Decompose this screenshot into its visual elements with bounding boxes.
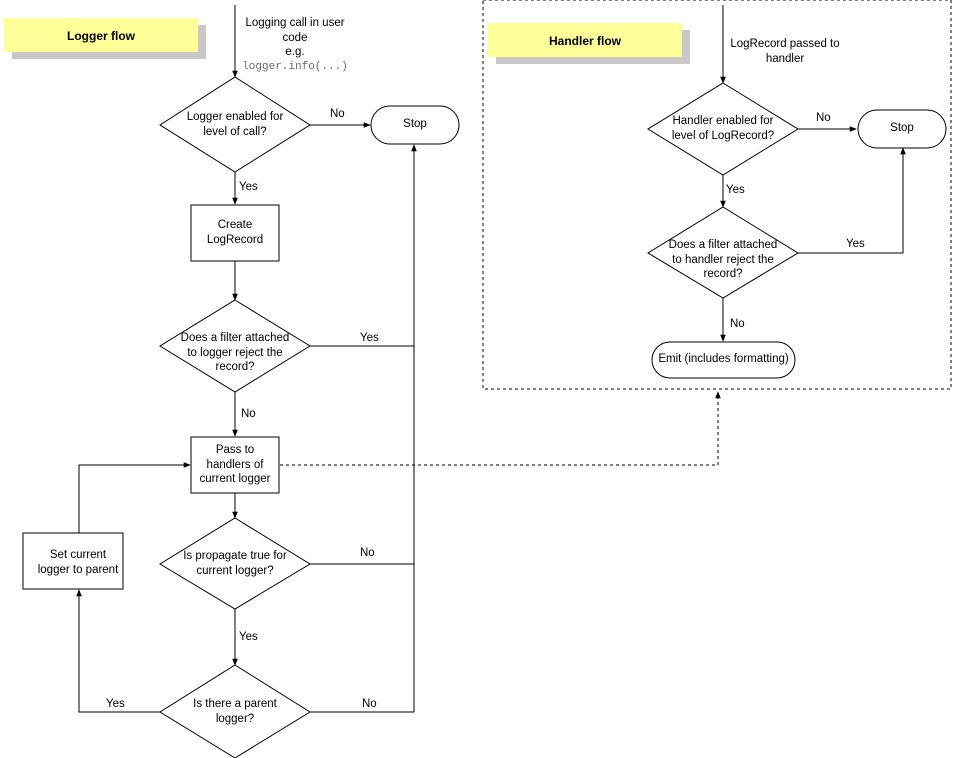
- create-logrecord-box: [190, 204, 280, 262]
- handler-filter-text: Does a filter attached to handler reject…: [668, 239, 778, 280]
- edge-label-parent-no: No: [362, 698, 377, 710]
- create-logrecord-text: Create LogRecord: [206, 219, 264, 246]
- logger-enabled-text: Logger enabled for level of call?: [186, 111, 284, 138]
- handler-enabled-text: Handler enabled for level of LogRecord?: [671, 115, 775, 142]
- edge-set-to-pass: [78, 462, 191, 533]
- emit-label: Emit (includes formatting): [658, 353, 789, 365]
- edge-label-propagate-no: No: [360, 547, 375, 559]
- edge-parent-yes-to-set: [76, 589, 160, 713]
- handler-stop-terminal: [857, 109, 947, 149]
- handler-flow-boundary: [482, 0, 952, 390]
- handler-filter-decision: [647, 206, 799, 299]
- pass-to-handlers-box: [190, 436, 280, 494]
- handler-stop-label: Stop: [890, 122, 914, 134]
- edge-label-enabled-yes: Yes: [239, 181, 258, 193]
- stop-terminal: [370, 105, 460, 145]
- set-parent-box: [22, 532, 124, 590]
- pass-to-handlers-text: Pass to handlers of current logger: [199, 444, 271, 485]
- logger-flow-title: Logger flow: [67, 29, 135, 43]
- parent-logger-decision: [159, 664, 311, 758]
- edge-label-h-enabled-no: No: [816, 112, 831, 124]
- set-parent-text: Set current logger to parent: [37, 549, 119, 576]
- logger-enabled-decision: [159, 76, 311, 173]
- edge-label-parent-yes: Yes: [106, 698, 125, 710]
- edge-label-propagate-yes: Yes: [239, 631, 258, 643]
- edge-label-filter-no: No: [241, 408, 256, 420]
- handler-flow-title: Handler flow: [548, 34, 621, 48]
- logger-filter-text: Does a filter attached to logger reject …: [180, 332, 290, 373]
- edge-pass-to-handler: [280, 391, 721, 466]
- handler-flow-note-shape: [488, 23, 690, 64]
- edge-label-filter-yes: Yes: [360, 332, 379, 344]
- stop-label: Stop: [403, 118, 427, 130]
- parent-logger-text: Is there a parent logger?: [193, 698, 277, 725]
- logger-flow-note-shape: [4, 18, 206, 59]
- edge-h-filter-yes-to-stop: [798, 147, 906, 254]
- handler-entry-text: LogRecord passed to handler: [730, 38, 840, 65]
- propagate-text: Is propagate true for current logger?: [183, 550, 287, 577]
- handler-enabled-decision: [647, 82, 799, 176]
- edge-label-h-filter-yes: Yes: [846, 238, 865, 250]
- edge-label-h-enabled-yes: Yes: [726, 184, 745, 196]
- edge-label-h-filter-no: No: [730, 318, 745, 330]
- edge-label-enabled-no: No: [330, 108, 345, 120]
- logger-filter-decision: [159, 299, 311, 393]
- propagate-decision: [159, 517, 311, 610]
- logger-entry-text: Logging call in user code e.g. logger.in…: [242, 17, 348, 73]
- emit-terminal: [651, 341, 796, 379]
